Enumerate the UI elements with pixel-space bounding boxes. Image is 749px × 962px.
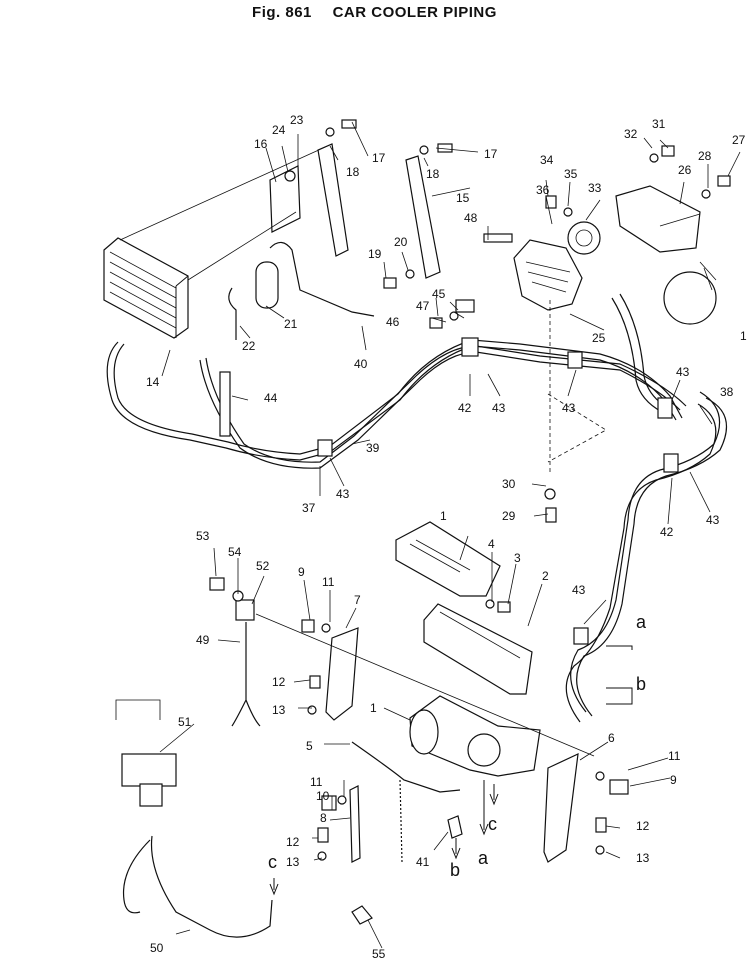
connection-b-right: b	[636, 674, 646, 694]
callout-36: 36	[536, 183, 550, 197]
callout-26: 26	[678, 163, 692, 177]
panel-housing	[423, 603, 533, 695]
callout-50: 50	[150, 941, 164, 955]
callout-11-top: 11	[322, 575, 335, 589]
callout-8: 8	[320, 811, 327, 825]
callout-1-extra: 1	[740, 329, 747, 343]
callout-28: 28	[698, 149, 712, 163]
callout-43-d: 43	[336, 487, 350, 501]
callout-21: 21	[284, 317, 298, 331]
control-panel	[395, 521, 501, 597]
callout-24: 24	[272, 123, 286, 137]
callout-13-bottom: 13	[286, 855, 300, 869]
callout-19: 19	[368, 247, 382, 261]
connection-c-harness: c	[268, 852, 277, 872]
callout-41: 41	[416, 855, 430, 869]
callout-32: 32	[624, 127, 638, 141]
callout-34: 34	[540, 153, 554, 167]
callout-39: 39	[366, 441, 380, 455]
compressor	[513, 221, 717, 325]
callout-30: 30	[502, 477, 516, 491]
callout-13-left: 13	[272, 703, 286, 717]
callout-12-bottom: 12	[286, 835, 300, 849]
callout-51: 51	[178, 715, 192, 729]
callout-45: 45	[432, 287, 446, 301]
callout-12-left: 12	[272, 675, 286, 689]
callout-48: 48	[464, 211, 478, 225]
callout-20: 20	[394, 235, 408, 249]
compressor-bracket	[405, 155, 701, 279]
callout-42-right: 42	[660, 525, 674, 539]
callout-42-left: 42	[458, 401, 472, 415]
callout-10: 10	[316, 789, 330, 803]
callout-27: 27	[732, 133, 746, 147]
connection-a-right: a	[636, 612, 647, 632]
callout-25: 25	[592, 331, 606, 345]
callout-43-b: 43	[562, 401, 576, 415]
receiver-drier	[228, 241, 375, 340]
callout-55: 55	[372, 947, 386, 961]
callout-14: 14	[146, 375, 160, 389]
callout-17-left: 17	[372, 151, 386, 165]
callout-38: 38	[720, 385, 734, 399]
callout-7: 7	[354, 593, 361, 607]
callout-43-a: 43	[492, 401, 506, 415]
callout-46: 46	[386, 315, 400, 329]
callout-11-right: 11	[668, 749, 681, 763]
part-callouts: 1 1 1 2 3 4 5 6 7 8 9 9 10 11 11 11 12 1…	[146, 113, 747, 961]
callout-44: 44	[264, 391, 278, 405]
hose-clamps	[317, 337, 679, 645]
callout-18-right: 18	[426, 167, 440, 181]
connection-a-bottom: a	[478, 848, 489, 868]
callout-35: 35	[564, 167, 578, 181]
callout-9-left: 9	[298, 565, 305, 579]
callout-18-left: 18	[346, 165, 360, 179]
callout-15: 15	[456, 191, 470, 205]
callout-54: 54	[228, 545, 242, 559]
blower-motor	[351, 695, 541, 863]
refrigerant-hoses	[106, 293, 728, 723]
callout-52: 52	[256, 559, 270, 573]
callout-43-f: 43	[572, 583, 586, 597]
fasteners	[209, 119, 731, 925]
callout-40: 40	[354, 357, 368, 371]
callout-23: 23	[290, 113, 304, 127]
wiring-harness	[115, 599, 273, 938]
callout-1-motor: 1	[370, 701, 377, 715]
figure-caption: CAR COOLER PIPING	[332, 4, 497, 21]
callout-47: 47	[416, 299, 430, 313]
callout-43-e: 43	[706, 513, 720, 527]
brackets	[255, 613, 595, 863]
callout-6: 6	[608, 731, 615, 745]
condenser	[103, 237, 189, 339]
callout-17-right: 17	[484, 147, 498, 161]
callout-16: 16	[254, 137, 268, 151]
callout-37: 37	[302, 501, 316, 515]
callout-13-right: 13	[636, 851, 650, 865]
figure-number: Fig. 861	[252, 4, 312, 21]
callout-11-bottom: 11	[310, 775, 323, 789]
connection-arrows	[269, 645, 633, 896]
callout-33: 33	[588, 181, 602, 195]
callout-4: 4	[488, 537, 495, 551]
callout-43-c: 43	[676, 365, 690, 379]
callout-49: 49	[196, 633, 210, 647]
callout-5: 5	[306, 739, 313, 753]
figure-title: Fig. 861 CAR COOLER PIPING	[0, 4, 749, 21]
callout-12-right: 12	[636, 819, 650, 833]
callout-29: 29	[502, 509, 516, 523]
connection-letters: a a b b c c	[268, 612, 647, 880]
callout-31: 31	[652, 117, 666, 131]
callout-53: 53	[196, 529, 210, 543]
connection-b-bottom: b	[450, 860, 460, 880]
callout-22: 22	[242, 339, 256, 353]
callout-9-right: 9	[670, 773, 677, 787]
callout-1-panel: 1	[440, 509, 447, 523]
callout-3: 3	[514, 551, 521, 565]
connection-c-motor: c	[488, 814, 497, 834]
dashed-mount-outline	[547, 300, 607, 472]
callout-2: 2	[542, 569, 549, 583]
